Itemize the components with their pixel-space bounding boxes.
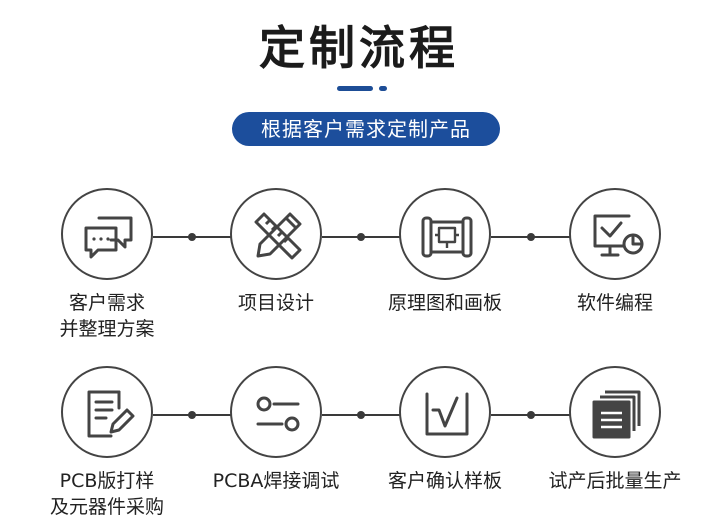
connector-dot: [357, 233, 365, 241]
step-label-line1: 软件编程: [576, 292, 653, 314]
blueprint-icon: [421, 216, 473, 258]
connector: [153, 233, 231, 241]
connector: [322, 411, 400, 419]
connector-dot: [188, 411, 196, 419]
connector-dot: [526, 233, 535, 241]
step-label-line1: 客户需求: [68, 292, 145, 314]
step-label-line1: 客户确认样板: [387, 470, 502, 492]
subtitle-pill: 根据客户需求定制产品: [232, 112, 500, 146]
step-circle: [399, 366, 491, 458]
step-label-line1: PCBA焊接调试: [212, 470, 340, 492]
step-circle: [61, 366, 153, 458]
connector: [153, 411, 231, 419]
connector: [491, 411, 570, 419]
connector: [322, 233, 400, 241]
monitor-chart-icon: [593, 214, 644, 257]
step-label-line1: 试产后批量生产: [548, 470, 682, 492]
pencil-ruler-icon: [254, 212, 302, 260]
connector-dot: [357, 411, 365, 419]
waveform-icon: [425, 392, 469, 436]
sliders-icon: [256, 396, 300, 432]
step-circle: [61, 188, 153, 280]
step-label: 项目设计: [191, 290, 361, 316]
step-label-line1: 原理图和画板: [387, 292, 502, 314]
step-label-line1: PCB版打样: [59, 470, 155, 492]
accent-bar-short: [379, 86, 387, 91]
connector-dot: [526, 411, 535, 419]
connector-dot: [188, 233, 196, 241]
step-label-line2: 及元器件采购: [49, 496, 164, 518]
stacked-pages-icon: [592, 390, 641, 439]
step-label: 客户确认样板: [360, 468, 530, 494]
step-label: 试产后批量生产: [530, 468, 700, 494]
accent-bar-long: [337, 86, 373, 91]
step-circle: [399, 188, 491, 280]
step-label: 原理图和画板: [360, 290, 530, 316]
step-label: PCBA焊接调试: [191, 468, 361, 494]
chat-bubbles-icon: [84, 216, 133, 259]
step-circle: [569, 188, 661, 280]
page-title: 定制流程: [259, 21, 459, 75]
step-label: 客户需求 并整理方案: [22, 290, 192, 342]
step-circle: [230, 188, 322, 280]
step-circle: [230, 366, 322, 458]
step-label: 软件编程: [530, 290, 700, 316]
connector: [491, 233, 570, 241]
step-label: PCB版打样 及元器件采购: [22, 468, 192, 520]
document-edit-icon: [87, 390, 135, 438]
step-label-line2: 并整理方案: [59, 318, 155, 340]
step-label-line1: 项目设计: [237, 292, 314, 314]
step-circle: [569, 366, 661, 458]
